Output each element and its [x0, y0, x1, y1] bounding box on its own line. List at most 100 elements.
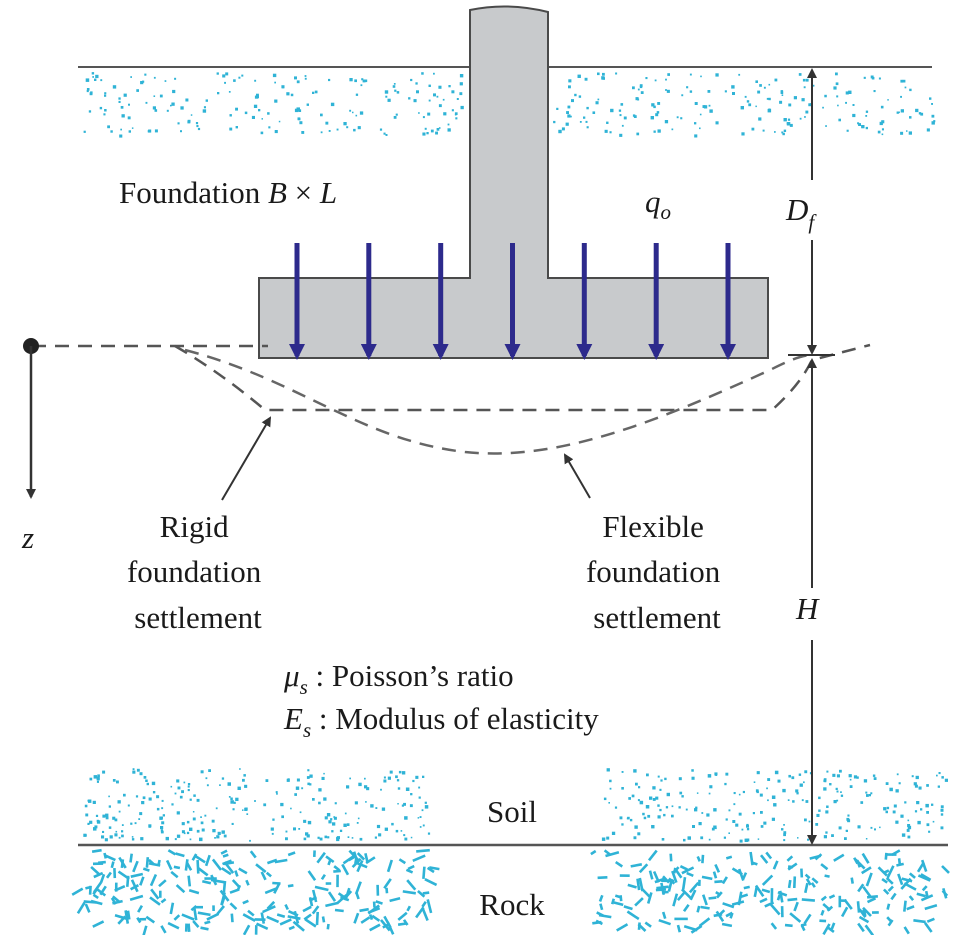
soil-speckle: [326, 813, 331, 817]
soil-speckle: [128, 103, 130, 106]
soil-speckle: [415, 775, 419, 779]
rock-speckle: [830, 922, 836, 930]
rock-speckle: [341, 863, 350, 876]
soil-speckle: [355, 114, 358, 117]
soil-speckle: [808, 820, 811, 823]
soil-speckle: [926, 823, 930, 827]
rock-speckle: [923, 922, 933, 933]
soil-speckle: [422, 824, 425, 827]
rock-speckle: [613, 901, 624, 907]
soil-speckle: [783, 118, 787, 122]
rock-speckle: [412, 854, 426, 862]
rock-speckle: [173, 865, 181, 870]
soil-speckle: [671, 128, 674, 131]
soil-speckle: [709, 785, 713, 789]
soil-speckle: [331, 830, 334, 833]
soil-speckle: [793, 96, 797, 100]
soil-speckle: [229, 127, 233, 131]
soil-speckle: [666, 792, 670, 797]
soil-speckle: [296, 80, 300, 84]
soil-speckle: [835, 72, 838, 76]
soil-speckle: [609, 779, 612, 783]
rock-speckle: [715, 890, 722, 897]
soil-speckle: [812, 84, 815, 87]
soil-speckle: [93, 827, 97, 831]
soil-speckle: [853, 775, 858, 779]
soil-speckle: [394, 89, 397, 92]
rock-speckle: [924, 890, 929, 899]
soil-speckle: [915, 775, 919, 780]
top-soil-layer: [83, 72, 936, 138]
soil-speckle: [225, 72, 229, 76]
soil-speckle: [868, 794, 871, 797]
soil-speckle: [703, 105, 708, 109]
soil-speckle: [427, 112, 431, 116]
soil-speckle: [384, 827, 388, 831]
rock-speckle: [389, 897, 401, 903]
rock-speckle: [924, 904, 938, 911]
soil-speckle: [885, 782, 889, 785]
soil-speckle: [753, 781, 756, 783]
rock-speckle: [422, 891, 430, 895]
rock-speckle: [800, 922, 807, 927]
rock-speckle: [320, 873, 326, 881]
soil-speckle: [228, 796, 231, 798]
soil-speckle: [307, 820, 312, 825]
soil-speckle: [235, 797, 239, 801]
soil-speckle: [619, 816, 623, 820]
soil-speckle: [343, 122, 347, 126]
soil-speckle: [100, 79, 103, 82]
soil-speckle: [655, 796, 659, 800]
soil-speckle: [199, 837, 203, 842]
soil-speckle: [104, 838, 108, 842]
soil-speckle: [767, 778, 771, 781]
rock-speckle: [942, 887, 948, 899]
soil-speckle: [895, 789, 899, 793]
soil-speckle: [803, 86, 806, 89]
soil-speckle: [601, 837, 606, 841]
soil-speckle: [274, 130, 278, 134]
soil-speckle: [578, 95, 582, 98]
rock-speckle: [811, 877, 819, 884]
rock-speckle: [167, 921, 180, 930]
soil-speckle: [179, 795, 183, 799]
soil-speckle: [621, 787, 624, 790]
soil-speckle: [410, 836, 413, 839]
rock-speckle: [265, 871, 272, 878]
soil-speckle: [805, 800, 809, 803]
soil-speckle: [707, 90, 711, 93]
soil-speckle: [221, 777, 225, 780]
soil-speckle: [807, 838, 809, 841]
soil-speckle: [93, 775, 98, 779]
soil-speckle: [130, 76, 132, 78]
soil-speckle: [645, 805, 650, 809]
soil-speckle: [309, 783, 312, 786]
rock-speckle: [247, 909, 255, 917]
rock-speckle: [367, 906, 381, 914]
soil-speckle: [190, 114, 193, 116]
soil-speckle: [657, 804, 660, 807]
rock-speckle: [793, 901, 799, 912]
soil-speckle: [181, 830, 185, 834]
soil-speckle: [940, 813, 944, 816]
soil-speckle: [424, 805, 429, 809]
soil-speckle: [822, 106, 824, 109]
rock-speckle: [406, 905, 412, 912]
soil-speckle: [299, 121, 303, 125]
rock-speckle: [84, 903, 91, 913]
soil-speckle: [90, 91, 93, 94]
soil-speckle: [274, 81, 276, 84]
rock-speckle: [105, 854, 116, 862]
soil-speckle: [87, 799, 90, 802]
soil-speckle: [579, 121, 582, 123]
soil-speckle: [152, 106, 156, 110]
soil-speckle: [294, 76, 297, 80]
soil-speckle: [139, 772, 143, 776]
soil-speckle: [205, 777, 208, 780]
soil-speckle: [637, 88, 640, 91]
soil-speckle: [200, 770, 204, 774]
soil-speckle: [611, 831, 616, 835]
rock-speckle: [112, 899, 123, 905]
soil-speckle: [309, 774, 313, 778]
soil-speckle: [459, 74, 464, 78]
